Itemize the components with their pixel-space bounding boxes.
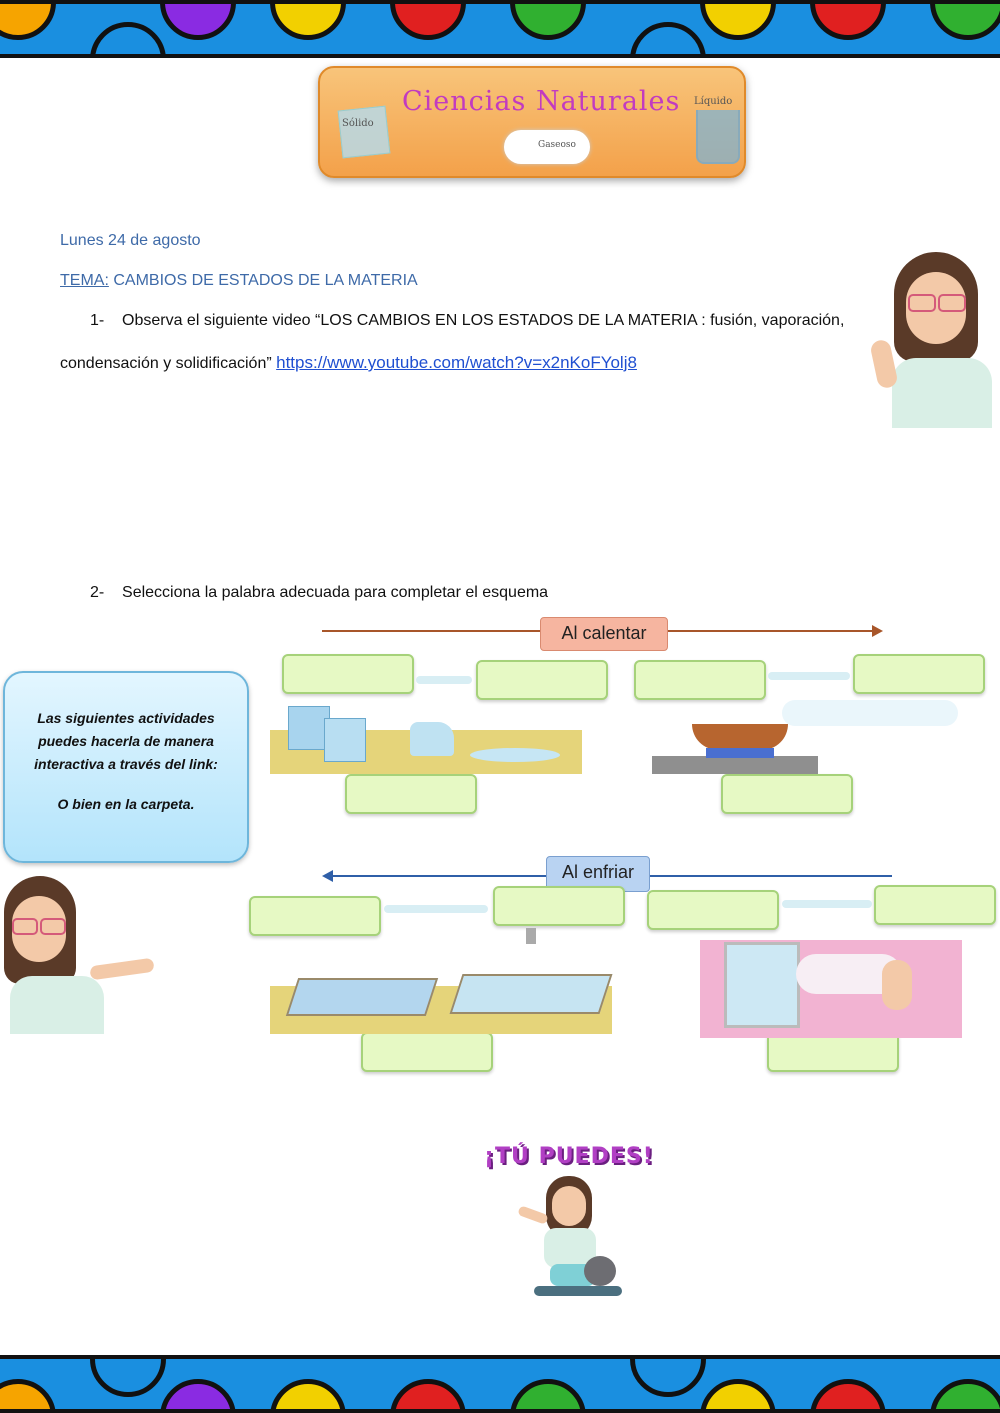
question-1-text-2: condensación y solidificación” (60, 355, 272, 372)
question-2: 2- Selecciona la palabra adecuada para c… (90, 584, 548, 602)
date: Lunes 24 de agosto (60, 232, 201, 249)
answer-box-cool-1[interactable] (249, 896, 381, 936)
ice-cube-icon (337, 105, 391, 159)
answer-box-cool-5[interactable] (361, 1032, 493, 1072)
banner-label-gas: Gaseoso (538, 140, 576, 150)
topic-label: TEMA: (60, 272, 109, 289)
info-line-1: Las siguientes actividades (37, 710, 215, 726)
answer-box-heat-2[interactable] (476, 660, 608, 700)
teacher-avatar-waving (869, 248, 994, 428)
cloud-icon (504, 130, 590, 164)
answer-box-heat-6[interactable] (721, 774, 853, 814)
cool-arrow-head-icon (322, 870, 333, 882)
answer-box-heat-4[interactable] (853, 654, 985, 694)
boiling-pot-image (652, 690, 958, 774)
topic: TEMA: CAMBIOS DE ESTADOS DE LA MATERIA (60, 272, 418, 290)
flow-arrow-icon (782, 900, 872, 908)
flow-arrow-icon (384, 905, 488, 913)
info-box: Las siguientes actividades puedes hacerl… (3, 671, 249, 863)
answer-box-heat-3[interactable] (634, 660, 766, 700)
flow-arrow-icon (768, 672, 850, 680)
question-1-number: 1- (90, 312, 105, 329)
banner-label-liquid: Líquido (694, 96, 733, 107)
bathroom-shower-image (700, 940, 962, 1038)
heat-arrow-head-icon (872, 625, 883, 637)
ice-tray-image (270, 924, 613, 1034)
title-banner: Sólido Ciencias Naturales Gaseoso Líquid… (318, 66, 746, 178)
answer-box-heat-5[interactable] (345, 774, 477, 814)
question-1-text: Observa el siguiente video “LOS CAMBIOS … (122, 312, 845, 329)
info-line-2: puedes hacerla de manera (38, 733, 214, 749)
info-line-4: O bien en la carpeta. (57, 796, 195, 812)
info-line-3: interactiva a través del link: (34, 756, 218, 772)
answer-box-cool-6[interactable] (767, 1032, 899, 1072)
top-border (0, 0, 1000, 58)
video-link[interactable]: https://www.youtube.com/watch?v=x2nKoFYo… (276, 353, 637, 372)
answer-box-cool-4[interactable] (874, 885, 996, 925)
heat-label: Al calentar (540, 617, 668, 651)
question-2-text: Selecciona la palabra adecuada para comp… (122, 584, 549, 601)
flow-arrow-icon (416, 676, 472, 684)
answer-box-heat-1[interactable] (282, 654, 414, 694)
skateboard-avatar (512, 1176, 632, 1306)
bottom-border (0, 1355, 1000, 1413)
banner-label-solid: Sólido (342, 118, 374, 129)
question-1: 1- Observa el siguiente video “LOS CAMBI… (90, 312, 844, 330)
question-1-continued: condensación y solidificación” https://w… (60, 353, 637, 373)
topic-text: CAMBIOS DE ESTADOS DE LA MATERIA (113, 272, 418, 289)
motivation-text: ¡TÚ PUEDES! (484, 1144, 654, 1169)
banner-title: Ciencias Naturales (402, 86, 681, 117)
glass-icon (696, 110, 740, 164)
question-2-number: 2- (90, 584, 105, 601)
teacher-avatar-pointing (0, 874, 160, 1034)
answer-box-cool-3[interactable] (647, 890, 779, 930)
melting-ice-image (270, 704, 582, 774)
answer-box-cool-2[interactable] (493, 886, 625, 926)
